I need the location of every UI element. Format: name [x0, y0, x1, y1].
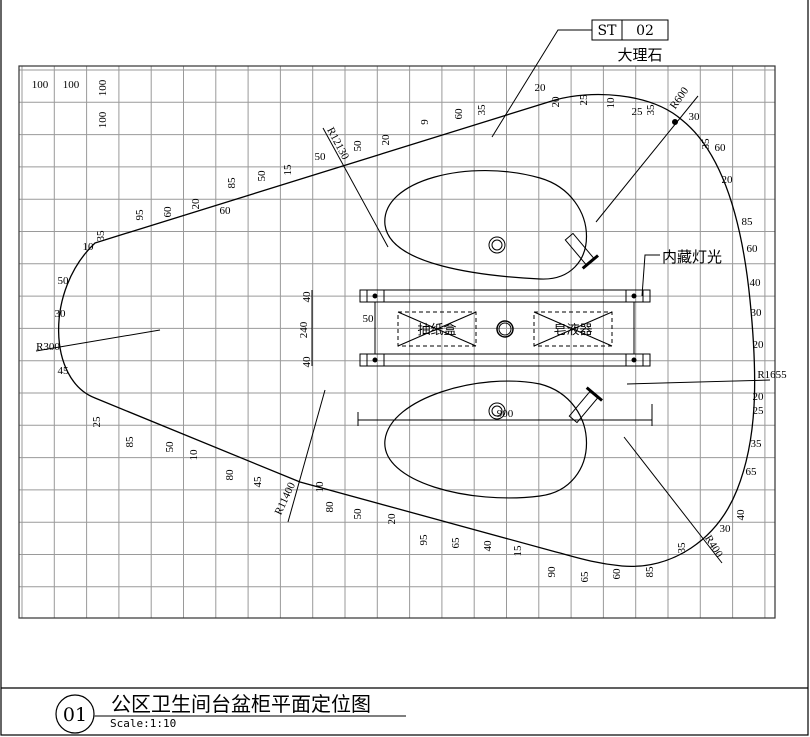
dimension-label: 30: [751, 307, 763, 319]
dimension-label: 20: [722, 174, 734, 186]
hidden-light-label: 内藏灯光: [662, 248, 722, 266]
dimension-label: R600: [668, 85, 692, 112]
dimension-label: 240: [298, 321, 310, 338]
dimension-label: R1655: [757, 369, 787, 381]
dimension-label: 100: [63, 79, 80, 91]
dimension-label: 40: [735, 509, 747, 521]
dimension-label: 50: [315, 151, 327, 163]
dimension-label: 900: [497, 408, 514, 420]
dimension-label: 50: [352, 508, 364, 520]
dimension-label: 50: [256, 170, 268, 182]
dimension-label: 40: [750, 277, 762, 289]
dimension-label: 25: [578, 94, 590, 106]
dimension-label: 30: [55, 308, 67, 320]
dimension-label: 95: [134, 209, 146, 221]
dimension-label: 20: [550, 96, 562, 108]
dimension-label: 65: [746, 466, 758, 478]
dimension-label: 60: [747, 243, 759, 255]
dimension-label: 10: [314, 481, 326, 493]
dimension-label: 25: [632, 106, 644, 118]
dimension-label: 45: [252, 476, 264, 488]
dimension-label: 35: [700, 138, 712, 150]
soap-dispenser: [533, 311, 613, 347]
dimension-label: 25: [91, 416, 103, 428]
dimension-label: 85: [644, 566, 656, 578]
dimension-label: 40: [301, 291, 313, 303]
dimension-label: 9: [419, 119, 431, 125]
drain-upper-icon: [488, 236, 506, 254]
dimension-label: 20: [753, 339, 765, 351]
dimension-label: 50: [164, 441, 176, 453]
dimension-label: 85: [226, 177, 238, 189]
basin-lower: [384, 380, 587, 499]
dimension-label: 15: [512, 545, 524, 557]
material-tag-code: ST: [598, 23, 618, 39]
dimension-label: 100: [32, 79, 49, 91]
dimension-label: 60: [162, 206, 174, 218]
dimension-label: 10: [83, 241, 95, 253]
drawing-scale: Scale:1:10: [110, 717, 176, 730]
dimension-label: 50: [363, 313, 375, 325]
dimension-label: 60: [453, 108, 465, 120]
dimension-label: 100: [97, 111, 109, 128]
dimension-label: 20: [380, 134, 392, 146]
dimension-label: 30: [689, 111, 701, 123]
basin-upper: [384, 169, 587, 280]
dimension-label: R12130: [324, 125, 351, 162]
faucet-lower-icon: [568, 386, 603, 424]
dimension-label: 25: [753, 405, 765, 417]
dimension-label: 85: [742, 216, 754, 228]
drawing-title: 公区卫生间台盆柜平面定位图: [111, 692, 371, 716]
dimension-label: 35: [476, 104, 488, 116]
tissue-box-label: 抽纸盒: [417, 322, 456, 338]
material-tag-number: 02: [636, 23, 654, 39]
dimension-label: 35: [645, 104, 657, 116]
drawing-number-circle: [55, 694, 95, 734]
soap-dispenser-label: 皂液器: [553, 323, 592, 338]
countertop-outline: [58, 93, 756, 567]
dimension-label: 95: [418, 534, 430, 546]
drawing-number: 01: [63, 704, 87, 726]
drain-lower-icon: [488, 402, 506, 420]
dimension-label: 65: [450, 537, 462, 549]
center-hole-icon: [496, 320, 514, 338]
dimension-label: 90: [546, 566, 558, 578]
support-rails: [359, 289, 651, 367]
tissue-box: [397, 311, 477, 347]
dimension-label: 20: [535, 82, 547, 94]
dimension-label: 50: [352, 140, 364, 152]
dimension-label: 20: [386, 513, 398, 525]
dimension-label: 60: [611, 568, 623, 580]
grid: [19, 66, 775, 618]
dimension-label: 85: [124, 436, 136, 448]
dimension-label: R400: [702, 533, 725, 560]
dimension-label: 45: [58, 365, 70, 377]
dimension-label: 10: [605, 97, 617, 109]
dimension-label: 100: [97, 79, 109, 96]
dimension-label: 60: [220, 205, 232, 217]
grid-border: [18, 65, 776, 619]
dimension-label: 80: [324, 501, 336, 513]
dimension-label: 20: [753, 391, 765, 403]
dimension-label: R300: [36, 341, 60, 353]
material-tag: [591, 19, 669, 41]
dimension-label: 35: [751, 438, 763, 450]
dimension-label: 40: [301, 356, 313, 368]
dimension-label: 65: [579, 571, 591, 583]
leader-lines: [35, 29, 771, 564]
material-name: 大理石: [617, 46, 662, 64]
dimension-label: 80: [224, 469, 236, 481]
dimension-label: 10: [188, 449, 200, 461]
dimension-label: 15: [282, 164, 294, 176]
dimension-label: 35: [676, 542, 688, 554]
dimension-label: 30: [720, 523, 732, 535]
dimension-label: 60: [715, 142, 727, 154]
dimension-label: 35: [95, 230, 107, 242]
dimension-label: 40: [482, 540, 494, 552]
dimension-label: 50: [58, 275, 70, 287]
dimension-label: 20: [190, 198, 202, 210]
faucet-upper-icon: [564, 232, 599, 270]
